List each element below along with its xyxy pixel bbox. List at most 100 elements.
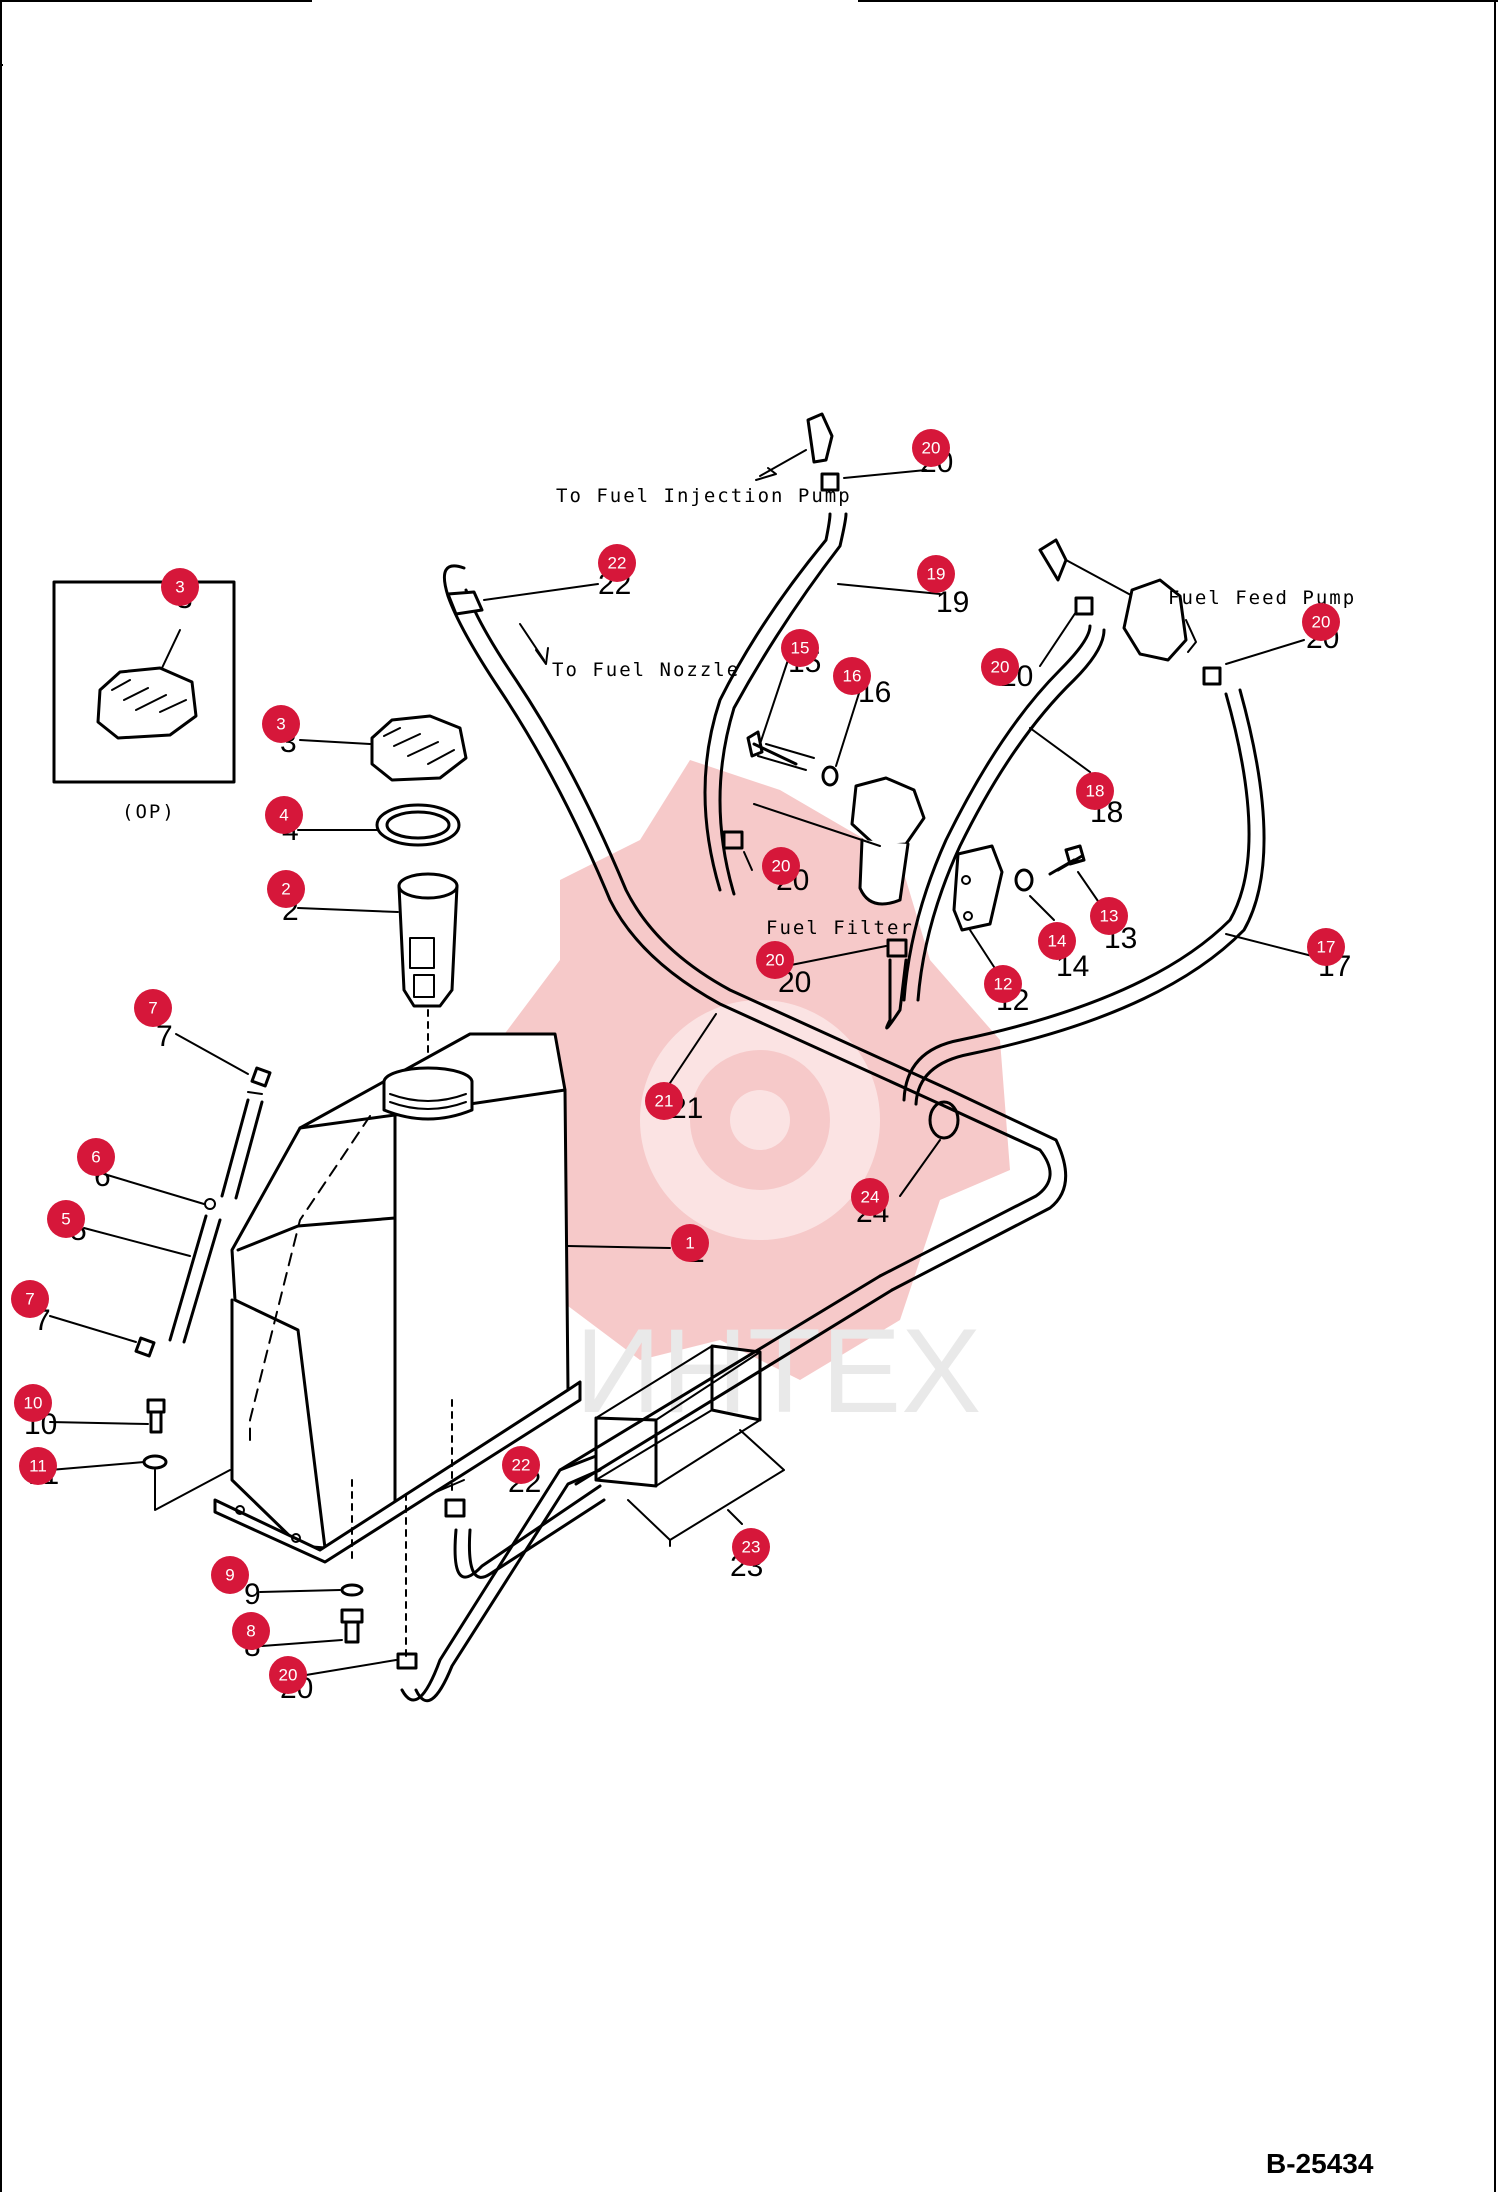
filter-bowl [858,838,910,906]
filter-bolt [757,743,815,771]
fitting-22-top [446,590,484,616]
callout-20-top[interactable]: 20 [912,429,950,467]
hose-19 [703,512,848,896]
callout-label: 9 [225,1566,234,1585]
mount-washer [340,1583,364,1597]
callout-label: 16 [843,667,862,686]
callout-20-bottom[interactable]: 20 [269,1656,307,1694]
callout-label: 6 [91,1148,100,1167]
callout-label: 22 [512,1456,531,1475]
callout-label: 18 [1086,782,1105,801]
filler-threads [389,1093,467,1110]
bracket-hole [961,875,971,885]
callout-7-top[interactable]: 7 [134,989,172,1027]
level-gauge-cap-top [250,1066,272,1088]
callout-20-filter-in[interactable]: 20 [762,847,800,885]
leader-5 [83,1227,191,1257]
flange-hole [291,1533,301,1543]
leader-18 [1029,727,1091,773]
leader-20-filter-in [743,851,753,871]
callout-label: 2 [281,880,290,899]
strainer-window [409,937,435,969]
callout-20-filter-out[interactable]: 20 [756,941,794,979]
feed-pump-link [1065,559,1141,601]
bolt-13 [1048,844,1086,876]
callout-10[interactable]: 10 [14,1384,52,1422]
callout-2[interactable]: 2 [267,870,305,908]
leader-7-bottom [49,1315,137,1343]
feed-pump-banjo [1038,538,1068,582]
callout-18[interactable]: 18 [1076,772,1114,810]
callout-label: 20 [279,1666,298,1685]
hose-17 [902,688,1266,1106]
bracket-rails [595,1345,761,1487]
callout-21[interactable]: 21 [645,1082,683,1120]
leader-12 [969,929,997,971]
leader-19 [837,583,941,595]
callout-label: 7 [148,999,157,1018]
callout-label: 11 [29,1457,47,1476]
leader-23 [669,1509,743,1547]
frame-top-right-rule [858,0,1498,2]
feed-pump-clip-left [1074,596,1094,616]
filter-bracket-12 [952,844,1004,932]
callout-label: 21 [655,1092,674,1111]
callout-22-bottom[interactable]: 22 [502,1446,540,1484]
callout-1[interactable]: 1 [671,1224,709,1262]
tank-cap [370,714,468,782]
frame-tick [0,64,3,66]
callout-24[interactable]: 24 [851,1178,889,1216]
tank-hidden-pipe [249,1115,371,1441]
callout-12[interactable]: 12 [984,965,1022,1003]
optional-tank-cap [96,666,198,740]
callout-3[interactable]: 3 [262,705,300,743]
callout-label: 10 [24,1394,43,1413]
filter-bracket-line [753,803,881,847]
leader-20-feed-left [1039,611,1077,667]
leader-10 [49,1421,149,1425]
arrow-head-nozzle [535,647,549,665]
callout-15[interactable]: 15 [781,629,819,667]
callout-label: 14 [1048,932,1067,951]
leader-16 [835,689,861,767]
level-gauge-cap-bottom [134,1336,156,1358]
callout-8[interactable]: 8 [232,1612,270,1650]
callout-20-feed-left[interactable]: 20 [981,648,1019,686]
callout-9[interactable]: 9 [211,1556,249,1594]
callout-label: 7 [25,1290,34,1309]
callout-16[interactable]: 16 [833,657,871,695]
callout-label: 22 [608,554,627,573]
callout-label: 23 [742,1538,761,1557]
document-code: B-25434 [1266,2148,1374,2179]
feed-pump-body [1122,578,1188,662]
leader-22-bottom [435,1479,465,1493]
label-optional: (OP) [122,801,176,823]
callout-11[interactable]: 11 [19,1447,57,1485]
leader-2 [297,907,399,913]
callout-14[interactable]: 14 [1038,922,1076,960]
leader-14 [1029,895,1055,921]
hose-clip-filter-in [722,830,744,850]
callout-17[interactable]: 17 [1307,928,1345,966]
flange-hole [235,1505,245,1515]
leader-20-filter-out [785,945,887,967]
filter-head [850,776,926,848]
callout-23[interactable]: 23 [732,1528,770,1566]
callout-6[interactable]: 6 [77,1138,115,1176]
printed-number: 7 [156,1020,173,1053]
callout-22-top[interactable]: 22 [598,544,636,582]
callout-20-feed-right[interactable]: 20 [1302,603,1340,641]
callout-4[interactable]: 4 [265,796,303,834]
callout-19[interactable]: 19 [917,555,955,593]
callout-13[interactable]: 13 [1090,897,1128,935]
callout-7-bottom[interactable]: 7 [11,1280,49,1318]
callout-5[interactable]: 5 [47,1200,85,1238]
callout-3-op[interactable]: 3 [161,568,199,606]
leader-6 [103,1173,205,1205]
drain-washer-bracket [154,1469,231,1511]
washer-14 [1014,868,1034,892]
drain-plug-bolt [146,1398,166,1434]
